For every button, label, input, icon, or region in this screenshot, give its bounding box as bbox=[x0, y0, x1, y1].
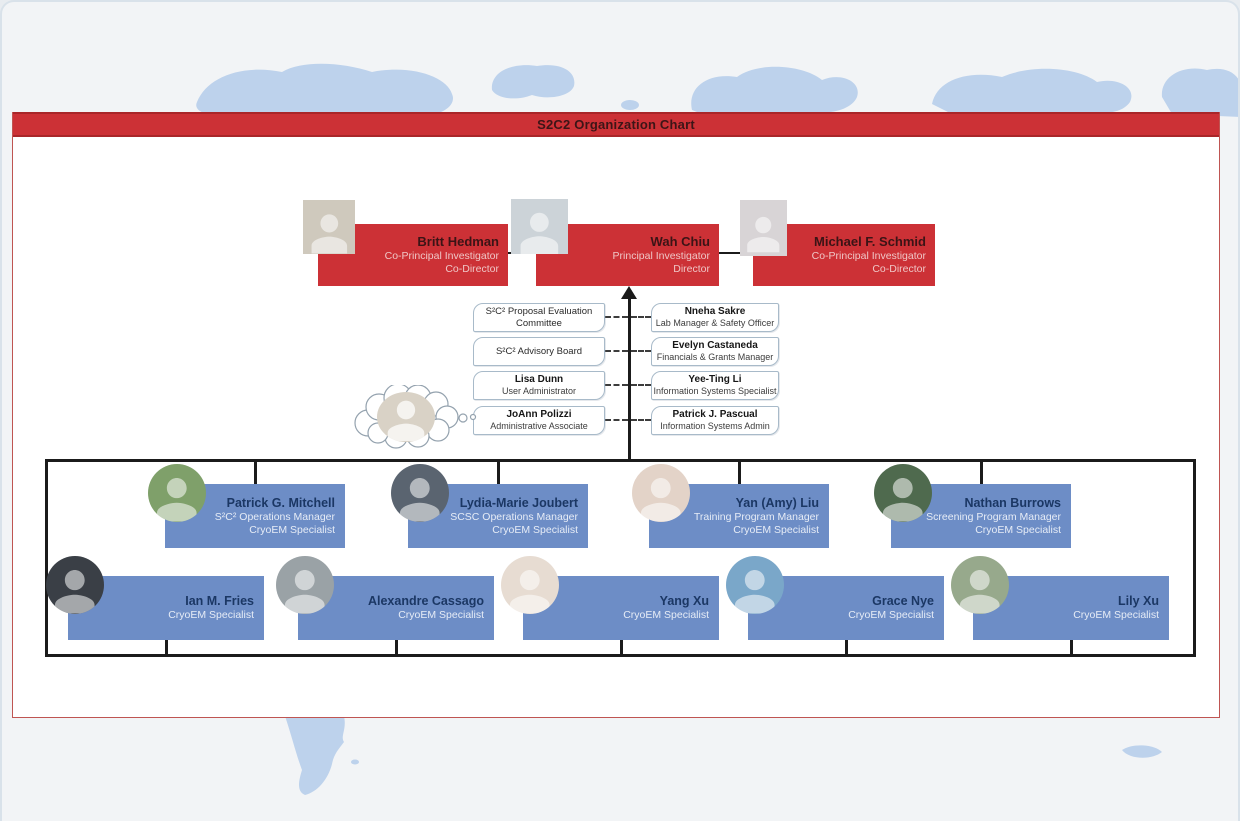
slide: S2C2 Organization Chart Britt Hedman Co-… bbox=[12, 112, 1220, 718]
person-title: CryoEM Specialist bbox=[492, 523, 578, 536]
person-name: Evelyn Castaneda bbox=[672, 340, 758, 351]
person-name: JoAnn Polizzi bbox=[506, 409, 572, 420]
ian-fries-photo bbox=[46, 556, 104, 614]
yan-liu-photo bbox=[632, 464, 690, 522]
person-title: Co-Principal Investigator bbox=[811, 250, 926, 262]
lily-xu-photo bbox=[951, 556, 1009, 614]
connector-stub bbox=[980, 462, 983, 484]
person-title: CryoEM Specialist bbox=[975, 523, 1061, 536]
person-name: Patrick G. Mitchell bbox=[226, 495, 335, 510]
connector-dashed bbox=[605, 316, 628, 318]
person-name: Patrick J. Pascual bbox=[672, 409, 758, 420]
person-title: Co-Principal Investigator bbox=[384, 250, 499, 262]
mini-box-evelyn-castaneda: Evelyn Castaneda Financials & Grants Man… bbox=[651, 337, 779, 366]
wah-chiu-photo bbox=[511, 199, 568, 254]
thought-bubble-joann-photo bbox=[354, 385, 477, 449]
person-title: CryoEM Specialist bbox=[249, 523, 335, 536]
connector-dashed bbox=[605, 350, 628, 352]
person-title: Co-Director bbox=[872, 263, 926, 275]
person-title: Principal Investigator bbox=[612, 250, 710, 262]
person-name: Ian M. Fries bbox=[185, 594, 254, 608]
person-title: Information Systems Admin bbox=[660, 421, 770, 431]
connector-stub bbox=[738, 462, 741, 484]
person-name: Yee-Ting Li bbox=[688, 374, 742, 385]
connector-stub bbox=[620, 640, 623, 655]
person-name: Alexandre Cassago bbox=[367, 594, 484, 608]
connector-dashed bbox=[605, 419, 628, 421]
yang-xu-photo bbox=[501, 556, 559, 614]
lydia-joubert-photo bbox=[391, 464, 449, 522]
person-name: Nathan Burrows bbox=[964, 495, 1061, 510]
person-name: Wah Chiu bbox=[650, 234, 710, 249]
connector-stub bbox=[1070, 640, 1073, 655]
person-title: Lab Manager & Safety Officer bbox=[655, 318, 775, 328]
patrick-mitchell-photo bbox=[148, 464, 206, 522]
grace-nye-photo bbox=[726, 556, 784, 614]
person-title: CryoEM Specialist bbox=[1073, 609, 1159, 621]
committee-label: S²C² Proposal Evaluation bbox=[485, 306, 593, 317]
connector-stub bbox=[395, 640, 398, 655]
person-title: CryoEM Specialist bbox=[848, 609, 934, 621]
connector-dashed bbox=[631, 384, 651, 386]
connector-dashed bbox=[605, 384, 628, 386]
page-title: S2C2 Organization Chart bbox=[537, 117, 695, 132]
arrow-up-icon bbox=[621, 286, 637, 299]
mini-box-proposal-evaluation-committee: S²C² Proposal Evaluation Committee bbox=[473, 303, 605, 332]
person-title: Financials & Grants Manager bbox=[656, 352, 774, 362]
connector-stub bbox=[497, 462, 500, 484]
nathan-burrows-photo bbox=[874, 464, 932, 522]
mini-box-joann-polizzi: JoAnn Polizzi Administrative Associate bbox=[473, 406, 605, 435]
person-name: Lisa Dunn bbox=[514, 374, 564, 385]
connector-dashed bbox=[631, 350, 651, 352]
alexandre-cassago-photo bbox=[276, 556, 334, 614]
britt-hedman-photo bbox=[303, 200, 355, 254]
person-title: Screening Program Manager bbox=[926, 510, 1061, 523]
person-title: CryoEM Specialist bbox=[733, 523, 819, 536]
person-name: Lily Xu bbox=[1118, 594, 1159, 608]
connector-central-line bbox=[628, 298, 631, 460]
mini-box-patrick-pascual: Patrick J. Pascual Information Systems A… bbox=[651, 406, 779, 435]
connector-stub bbox=[845, 640, 848, 655]
michael-schmid-photo bbox=[740, 200, 787, 256]
board-label: S²C² Advisory Board bbox=[495, 345, 583, 357]
mini-box-advisory-board: S²C² Advisory Board bbox=[473, 337, 605, 366]
person-title: SCSC Operations Manager bbox=[450, 510, 578, 523]
person-name: Grace Nye bbox=[872, 594, 934, 608]
mini-box-yee-ting-li: Yee-Ting Li Information Systems Speciali… bbox=[651, 371, 779, 400]
connector-stub bbox=[254, 462, 257, 484]
connector-dashed bbox=[631, 316, 651, 318]
person-title: CryoEM Specialist bbox=[168, 609, 254, 621]
person-title: Administrative Associate bbox=[490, 421, 588, 431]
person-title: CryoEM Specialist bbox=[623, 609, 709, 621]
person-name: Michael F. Schmid bbox=[814, 234, 926, 249]
person-name: Lydia-Marie Joubert bbox=[459, 495, 578, 510]
slide-title-bar: S2C2 Organization Chart bbox=[13, 112, 1219, 137]
person-title: S²C² Operations Manager bbox=[214, 510, 335, 523]
person-title: Co-Director bbox=[445, 263, 499, 275]
mini-box-lisa-dunn: Lisa Dunn User Administrator bbox=[473, 371, 605, 400]
person-title: Training Program Manager bbox=[693, 510, 819, 523]
person-title: CryoEM Specialist bbox=[398, 609, 484, 621]
mini-box-nneha-sakre: Nneha Sakre Lab Manager & Safety Officer bbox=[651, 303, 779, 332]
person-name: Nneha Sakre bbox=[684, 306, 746, 317]
team-frame bbox=[45, 459, 1196, 657]
connector-dashed bbox=[631, 419, 651, 421]
connector-stub bbox=[165, 640, 168, 655]
person-title: Information Systems Specialist bbox=[653, 386, 777, 396]
person-title: Director bbox=[673, 263, 710, 275]
person-name: Yang Xu bbox=[659, 594, 709, 608]
person-name: Yan (Amy) Liu bbox=[735, 495, 819, 510]
person-title: User Administrator bbox=[501, 386, 577, 396]
person-name: Britt Hedman bbox=[417, 234, 499, 249]
committee-label: Committee bbox=[516, 317, 562, 329]
